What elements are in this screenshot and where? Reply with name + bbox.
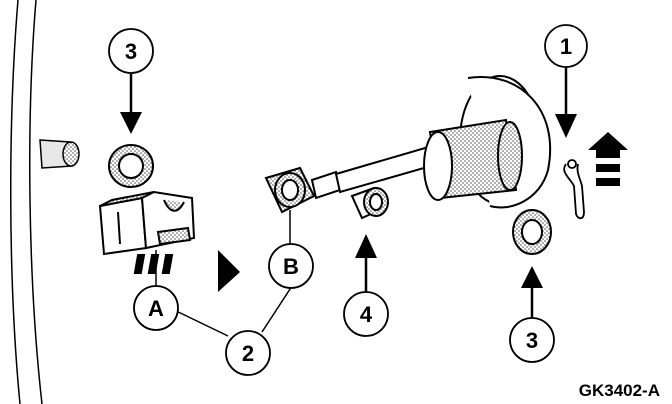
callout-3-top: 3 (108, 28, 154, 74)
panel-stud (39, 139, 80, 169)
callout-1: 1 (544, 24, 588, 68)
motion-arrow-up (588, 132, 628, 186)
cable-end-fitting (264, 166, 342, 214)
figure-id: GK3402-A (579, 381, 660, 400)
svg-text:1: 1 (560, 34, 572, 59)
leader-arrow-3-bottom (521, 266, 543, 318)
svg-text:A: A (148, 296, 164, 321)
motion-arrow-right (133, 250, 240, 292)
bushing-bottom (512, 209, 552, 255)
leader-arrow-3-top (120, 74, 142, 134)
cable-housing-grommet (423, 75, 552, 209)
bushing-small (350, 186, 389, 220)
callout-2: 2 (225, 330, 271, 376)
svg-text:4: 4 (360, 302, 373, 327)
svg-text:3: 3 (125, 39, 137, 64)
callout-a: A (133, 285, 179, 331)
callout-3-bottom: 3 (509, 317, 555, 363)
callout-4: 4 (343, 291, 389, 337)
leader-arrow-4 (355, 234, 377, 292)
retaining-clip (98, 190, 196, 256)
bushing-top (108, 144, 154, 188)
svg-text:B: B (283, 254, 299, 279)
callout-b: B (268, 243, 314, 289)
svg-text:3: 3 (526, 328, 538, 353)
leader-lines (155, 210, 293, 337)
leader-arrow-1 (555, 66, 577, 138)
cable-rod (334, 144, 440, 194)
panel-edge (9, 0, 43, 404)
svg-text:2: 2 (242, 341, 254, 366)
hairpin-clip (563, 159, 585, 220)
